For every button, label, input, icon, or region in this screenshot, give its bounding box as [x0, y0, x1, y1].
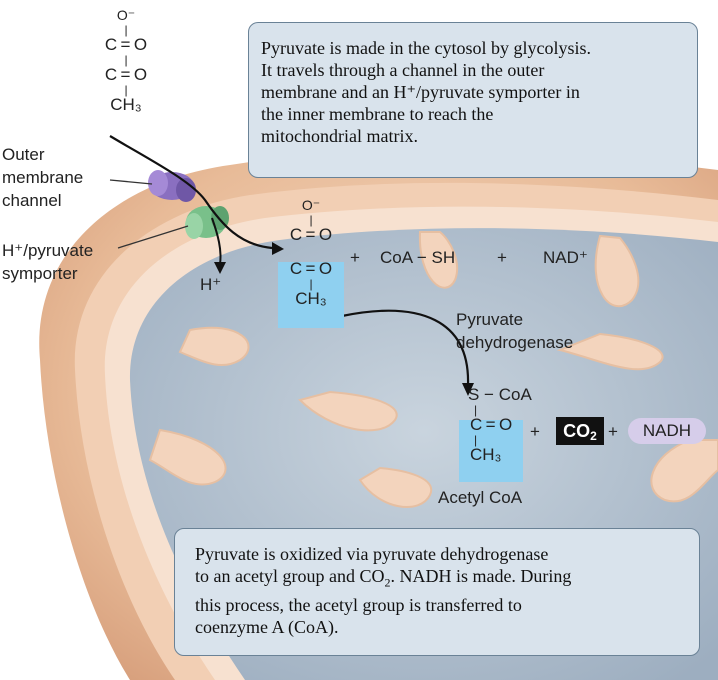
callout-line: coenzyme A (CoA).	[195, 616, 339, 637]
callout-line: It travels through a channel in the oute…	[261, 60, 545, 80]
callout-subscript: 2	[384, 575, 391, 590]
pyruvate-matrix-bond2: |	[309, 277, 313, 291]
pyruvate-cytosol-methyl: CH₃	[110, 95, 142, 114]
channel-leader-line	[109, 179, 153, 185]
pyruvate-matrix-o: O⁻	[301, 197, 321, 213]
co2-main: CO	[563, 421, 591, 441]
pyruvate-cytosol-carboxyl: C = O	[104, 35, 148, 54]
acetyl-coa-thioester: S − CoA	[468, 385, 532, 404]
callout-line: mitochondrial matrix.	[261, 126, 418, 146]
acetyl-coa-carbonyl: C = O	[470, 415, 513, 434]
pyruvate-cytosol-o: O⁻	[116, 7, 136, 23]
acetyl-coa-bond: |	[474, 403, 478, 417]
pyruvate-matrix-methyl: CH₃	[295, 289, 327, 308]
label-line: Outer	[2, 145, 45, 164]
proton-label: H⁺	[200, 275, 222, 294]
plus-sign: +	[350, 248, 360, 267]
co2-badge: CO2	[556, 417, 604, 445]
co2-sub: 2	[590, 429, 597, 443]
enzyme-label: Pyruvate dehydrogenase	[456, 308, 573, 354]
transport-callout: Pyruvate is made in the cytosol by glyco…	[248, 22, 698, 178]
transport-arrow	[109, 135, 273, 250]
callout-line: membrane and an H⁺/pyruvate symporter in	[261, 82, 580, 102]
pyruvate-highlight	[278, 262, 344, 328]
callout-text: to an acetyl group and CO	[195, 566, 385, 586]
symporter-leader-line	[117, 225, 189, 249]
acetyl-coa-bond2: |	[474, 433, 478, 447]
callout-line: to an acetyl group and CO2. NADH is made…	[195, 565, 679, 594]
callout-text: . NADH is made. During	[390, 566, 572, 586]
reaction-arrow	[341, 309, 470, 386]
symporter-label: H⁺/pyruvate symporter	[2, 239, 93, 285]
plus-sign: +	[530, 422, 540, 441]
plus-sign: +	[497, 248, 507, 267]
callout-line: the inner membrane to reach the	[261, 104, 494, 124]
callout-line: Pyruvate is made in the cytosol by glyco…	[261, 38, 591, 58]
pyruvate-cytosol-bond: |	[124, 23, 128, 37]
transport-arrow-head	[272, 242, 284, 255]
coa-sh: CoA − SH	[380, 248, 456, 267]
pyruvate-cytosol-bond3: |	[124, 83, 128, 97]
pyruvate-matrix: O⁻ | C = O C = O | CH₃	[278, 196, 344, 308]
outer-membrane-channel-protein	[148, 170, 196, 202]
oxidation-callout: Pyruvate is oxidized via pyruvate dehydr…	[174, 528, 700, 656]
acetyl-coa-methyl: CH₃	[470, 445, 502, 464]
nadh-badge: NADH	[628, 418, 706, 444]
pyruvate-cytosol-carbonyl: C = O	[104, 65, 148, 84]
label-line: symporter	[2, 264, 78, 283]
pyruvate-matrix-carbonyl: C = O	[289, 259, 333, 278]
proton-arrow-head	[214, 262, 226, 274]
label-line: Pyruvate	[456, 310, 524, 329]
callout-line: this process, the acetyl group is transf…	[195, 594, 522, 615]
acetyl-coa-label: Acetyl CoA	[438, 488, 523, 507]
label-line: membrane	[2, 168, 84, 187]
label-line: H⁺/pyruvate	[2, 241, 94, 260]
nad-plus: NAD⁺	[543, 248, 588, 267]
pyruvate-matrix-carboxyl: C = O	[289, 225, 333, 244]
proton-arrow	[211, 217, 222, 265]
callout-line: Pyruvate is oxidized via pyruvate dehydr…	[195, 544, 549, 564]
pyruvate-matrix-bond: |	[309, 213, 313, 227]
outer-membrane-channel-label: Outer membrane channel	[2, 143, 83, 212]
acetyl-highlight	[459, 420, 523, 482]
pyruvate-cytosol: O⁻ | C = O | C = O | CH₃	[96, 6, 156, 114]
cristae	[148, 231, 718, 508]
label-line: dehydrogenase	[456, 333, 574, 352]
pyruvate-cytosol-bond2: |	[124, 53, 128, 67]
reaction-arrow-head	[462, 383, 474, 396]
acetyl-coa: S − CoA | C = O | CH₃	[462, 386, 542, 464]
label-line: channel	[2, 191, 62, 210]
plus-sign: +	[608, 422, 618, 441]
